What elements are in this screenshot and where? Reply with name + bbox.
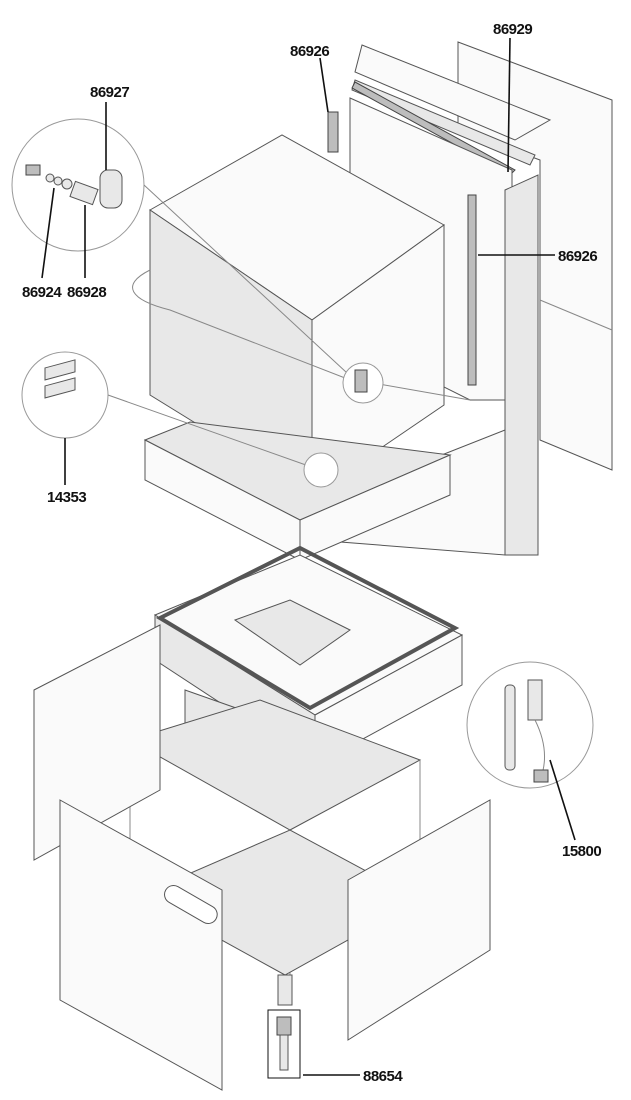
hood	[132, 134, 471, 496]
hinge-rail-right	[467, 194, 477, 386]
label-86926-top: 86926	[290, 43, 329, 60]
switch-detail-callout	[466, 661, 594, 789]
hinge-rail-top	[327, 111, 339, 153]
right-side-panel	[347, 799, 491, 1041]
lower-frame	[143, 421, 452, 561]
adjustable-foot-part	[267, 1009, 301, 1079]
front-panel	[59, 799, 223, 1091]
tank-seal	[155, 545, 460, 711]
label-86927: 86927	[90, 84, 129, 101]
label-86929: 86929	[493, 21, 532, 38]
top-cover	[351, 44, 552, 176]
label-86924: 86924	[22, 284, 62, 301]
label-86928: 86928	[67, 284, 106, 301]
hinge-detail-callout	[11, 118, 384, 404]
leader-lines	[41, 37, 576, 1076]
label-15800: 15800	[562, 843, 601, 860]
left-side-panel	[33, 624, 161, 861]
label-86926-right: 86926	[558, 248, 597, 265]
control-badge	[164, 885, 218, 924]
magnet-detail-callout	[21, 351, 339, 488]
label-14353: 14353	[47, 489, 86, 506]
label-88654: 88654	[363, 1068, 403, 1085]
